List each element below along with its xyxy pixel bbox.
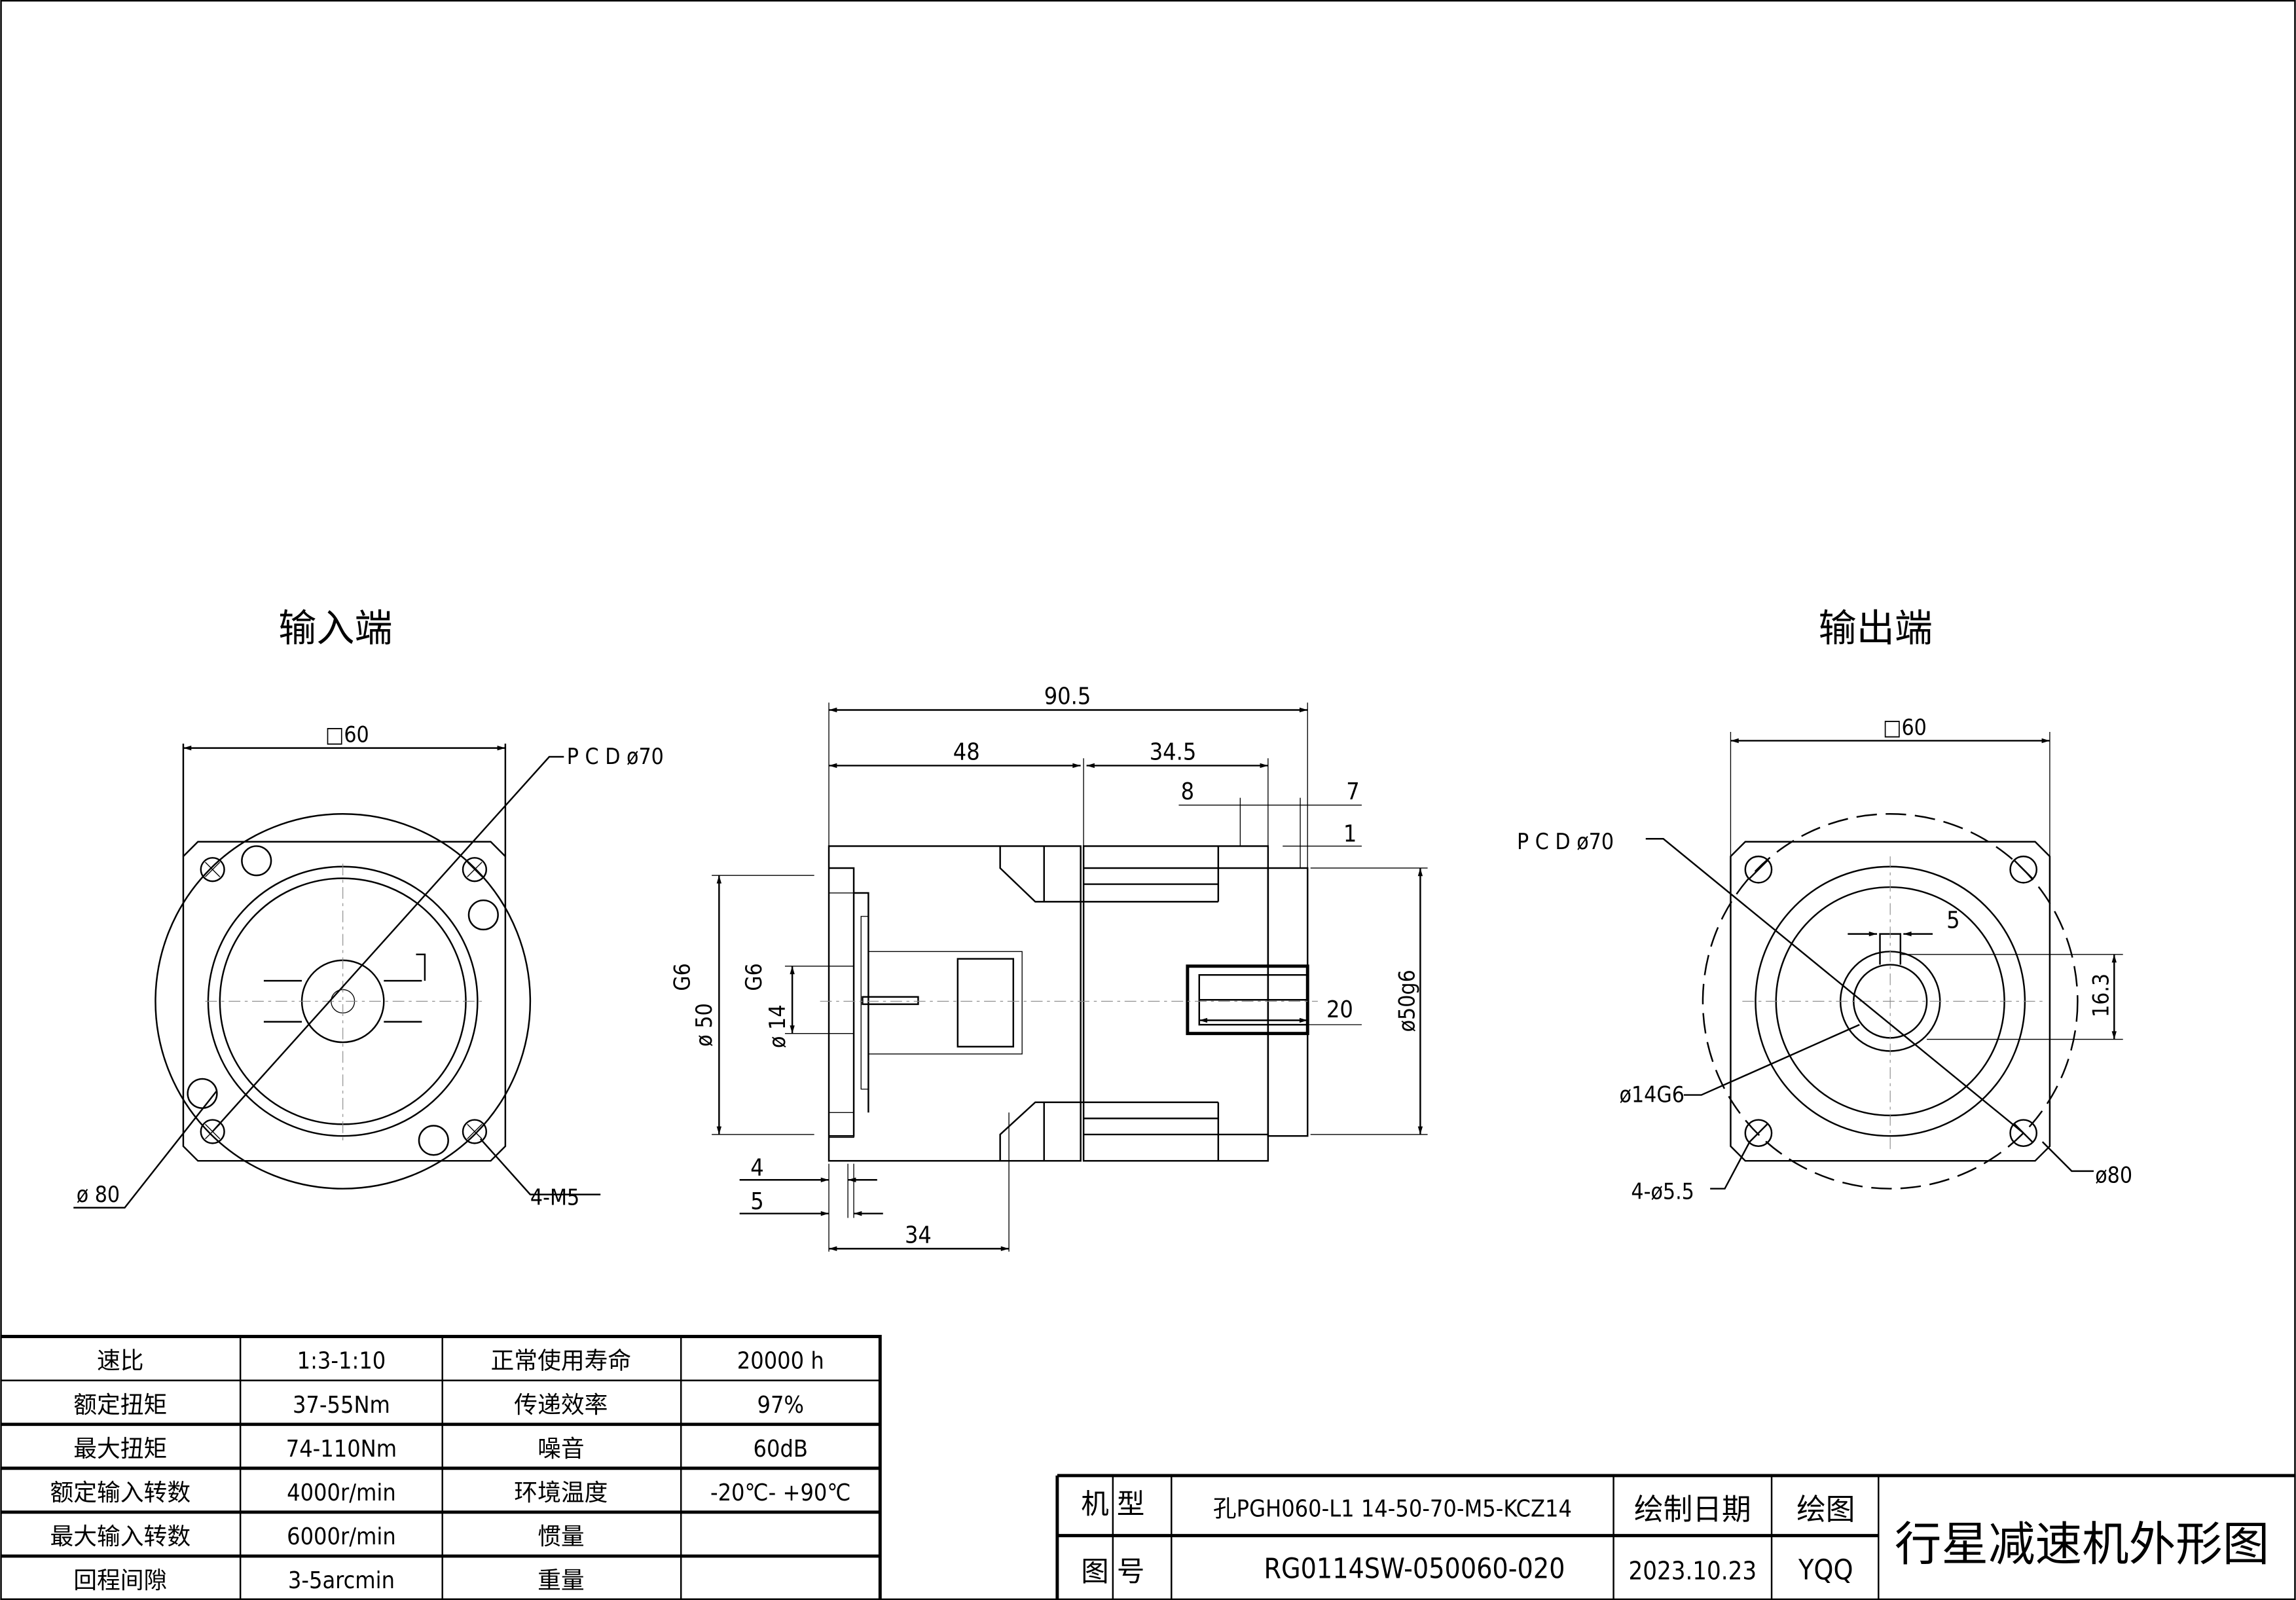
spec-table: 速比 1:3-1:10 正常使用寿命 20000 h 额定扭矩 37-55Nm 传递效率 97…: [0, 1335, 882, 1600]
title-block: 机 型 孔PGH060-L1 14-50-70-M5-KCZ14 图 号 RG0…: [1055, 1474, 2296, 1600]
param-label: 最大扭矩: [73, 1436, 167, 1463]
dim-34: 34: [905, 1222, 932, 1248]
param-label: 正常使用寿命: [491, 1348, 632, 1375]
input-square-dim: □60: [325, 722, 369, 748]
dim-48: 48: [953, 739, 980, 766]
output-key-height: 16.3: [2088, 973, 2113, 1017]
dim-7: 7: [1346, 778, 1359, 805]
output-pcd-dim: P C D ø70: [1517, 829, 1614, 854]
mounting-holes: [187, 845, 499, 1156]
dim-5: 5: [750, 1188, 763, 1215]
param-value: 60dB: [754, 1436, 808, 1463]
input-end-title: 输入端: [278, 606, 392, 650]
drawing-no-value: RG0114SW-050060-020: [1264, 1553, 1565, 1585]
dim-4: 4: [750, 1155, 763, 1182]
input-pcd-dim: P C D ø70: [567, 744, 664, 769]
drawing-no-label: 图 号: [1081, 1556, 1144, 1588]
param-value: 20000 h: [737, 1348, 824, 1375]
side-section-view: 90.5 48 34.5 8 7 1 ø 50 G6 ø 14 G6 ø50g6…: [670, 683, 1428, 1252]
param-label: 回程间隙: [73, 1567, 167, 1594]
param-label: 额定输入转数: [50, 1480, 191, 1506]
dim-g6-a: G6: [670, 963, 695, 991]
dim-dia-14: ø 14: [765, 1005, 790, 1048]
input-end-view: 输入端 □60 P C D ø70 ø 80 4-M5: [73, 606, 664, 1210]
param-label: 额定扭矩: [73, 1392, 167, 1419]
param-value: 3-5arcmin: [288, 1567, 395, 1594]
dim-dia-50g6: ø50g6: [1394, 970, 1419, 1032]
input-holes-dim: 4-M5: [530, 1184, 579, 1210]
model-value: 孔PGH060-L1 14-50-70-M5-KCZ14: [1213, 1496, 1572, 1523]
date-value: 2023.10.23: [1628, 1557, 1757, 1586]
model-label: 机 型: [1081, 1489, 1144, 1521]
output-end-view: 输出端 □60 P C D ø70 5 16.3 ø14G6 4-ø5.5 ø8…: [1517, 606, 2132, 1204]
dim-overall-length: 90.5: [1044, 683, 1091, 710]
param-value: -20℃- +90℃: [710, 1480, 851, 1506]
param-label: 重量: [538, 1567, 585, 1594]
date-label: 绘制日期: [1634, 1492, 1751, 1527]
param-value: 74-110Nm: [286, 1436, 397, 1463]
param-label: 噪音: [538, 1436, 585, 1463]
drawer-value: YQQ: [1798, 1555, 1853, 1587]
output-end-title: 输出端: [1819, 606, 1933, 650]
dim-34-5: 34.5: [1150, 739, 1197, 766]
param-value: 1:3-1:10: [297, 1348, 386, 1375]
param-label: 传递效率: [514, 1392, 608, 1419]
param-value: 6000r/min: [287, 1523, 396, 1550]
dim-8: 8: [1181, 778, 1194, 805]
param-label: 速比: [97, 1348, 144, 1375]
dim-20: 20: [1326, 996, 1353, 1023]
param-value: 4000r/min: [287, 1480, 396, 1506]
dim-dia-50: ø 50: [691, 1003, 717, 1046]
dim-g6-b: G6: [741, 963, 767, 991]
input-dia-dim: ø 80: [77, 1182, 120, 1207]
output-square-dim: □60: [1883, 714, 1927, 740]
drawer-label: 绘图: [1796, 1492, 1855, 1527]
output-holes-dim: 4-ø5.5: [1631, 1178, 1694, 1204]
param-label: 惯量: [538, 1523, 585, 1550]
param-value: 97%: [757, 1392, 804, 1419]
dim-1: 1: [1343, 821, 1357, 848]
param-label: 最大输入转数: [50, 1523, 191, 1550]
param-value: 37-55Nm: [293, 1392, 390, 1419]
param-label: 环境温度: [514, 1480, 608, 1506]
drawing-title: 行星减速机外形图: [1895, 1518, 2269, 1572]
output-shaft-dim: ø14G6: [1620, 1082, 1685, 1108]
output-key-width: 5: [1946, 907, 1959, 934]
output-mounting-holes: [1744, 855, 2038, 1148]
output-dia-dim: ø80: [2095, 1163, 2132, 1188]
